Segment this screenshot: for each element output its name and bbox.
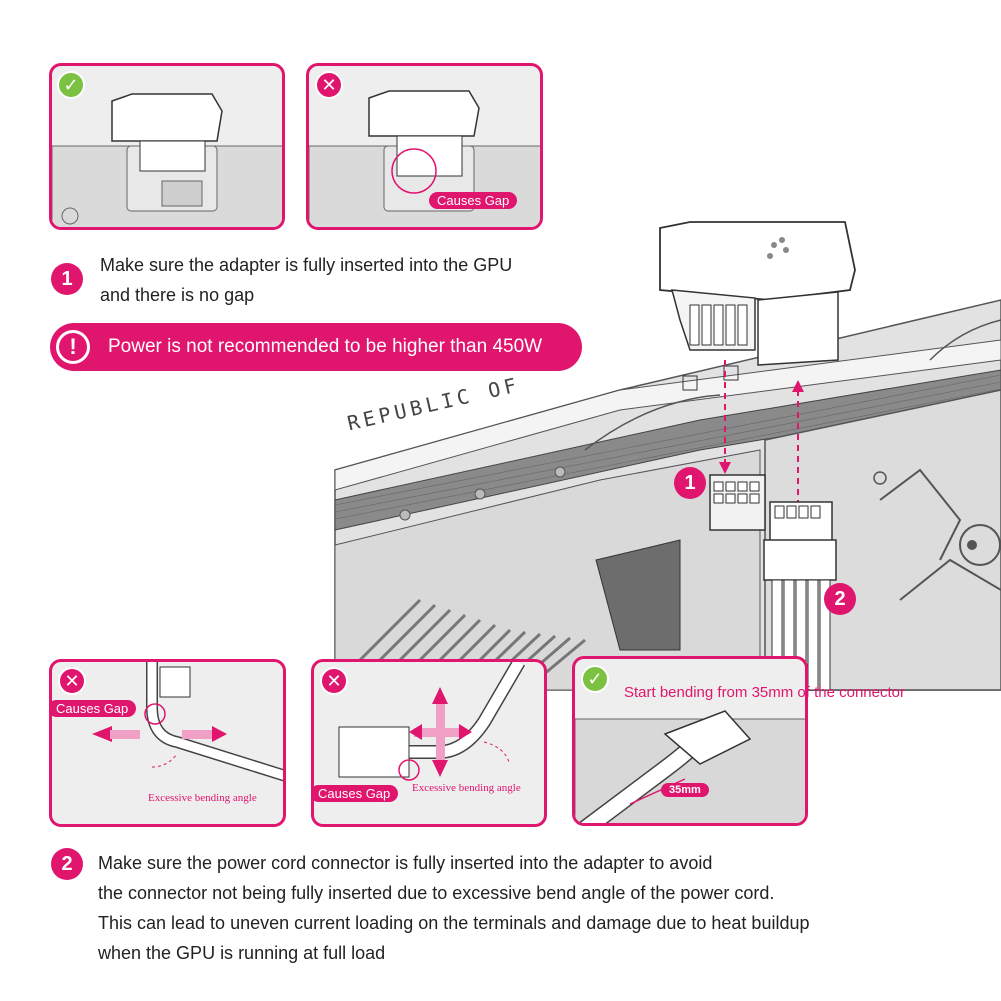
close-icon: ✕ [320, 667, 348, 695]
step1-line2: and there is no gap [100, 285, 255, 305]
bottom-panel-bend-2: ✕ Causes Gap Excessive bending angle [311, 659, 547, 827]
step2-line1: Make sure the power cord connector is fu… [98, 853, 713, 873]
bend-diagram-1 [92, 662, 283, 782]
correct-bend-diagram [575, 710, 805, 823]
close-icon: ✕ [315, 71, 343, 99]
main-step-marker-2: 2 [824, 583, 856, 615]
power-warning-text: Power is not recommended to be higher th… [108, 336, 543, 357]
correct-insertion-diagram [52, 93, 282, 227]
dimension-tag: 35mm [661, 783, 709, 797]
step2-line4: when the GPU is running at full load [98, 943, 386, 963]
check-icon: ✓ [57, 71, 85, 99]
step2-number: 2 [51, 848, 83, 880]
bottom-panel-correct-bend: ✓ 35mm [572, 656, 808, 826]
step2-line2: the connector not being fully inserted d… [98, 883, 775, 903]
bend-start-note: Start bending from 35mm of the connector [624, 684, 905, 701]
step2-line3: This can lead to uneven current loading … [98, 913, 810, 933]
step1-line1: Make sure the adapter is fully inserted … [100, 255, 513, 275]
bend-diagram-2 [338, 662, 526, 781]
gap-insertion-diagram [309, 90, 540, 227]
power-warning-banner: ! Power is not recommended to be higher … [50, 323, 582, 371]
main-step-marker-1: 1 [674, 467, 706, 499]
bending-angle-note: Excessive bending angle [412, 782, 521, 794]
step1-number: 1 [51, 263, 83, 295]
causes-gap-tag: Causes Gap [52, 700, 137, 717]
top-panel-correct: ✓ [49, 63, 285, 230]
causes-gap-tag: Causes Gap [429, 192, 518, 209]
close-icon: ✕ [58, 667, 86, 695]
exclamation-icon: ! [56, 330, 90, 364]
bending-angle-note: Excessive bending angle [148, 792, 257, 804]
bottom-panel-bend-1: ✕ Causes Gap Excessive bending angle [49, 659, 286, 827]
check-icon: ✓ [581, 665, 609, 693]
causes-gap-tag: Causes Gap [314, 785, 399, 802]
top-panel-incorrect: ✕ Causes Gap [306, 63, 543, 230]
